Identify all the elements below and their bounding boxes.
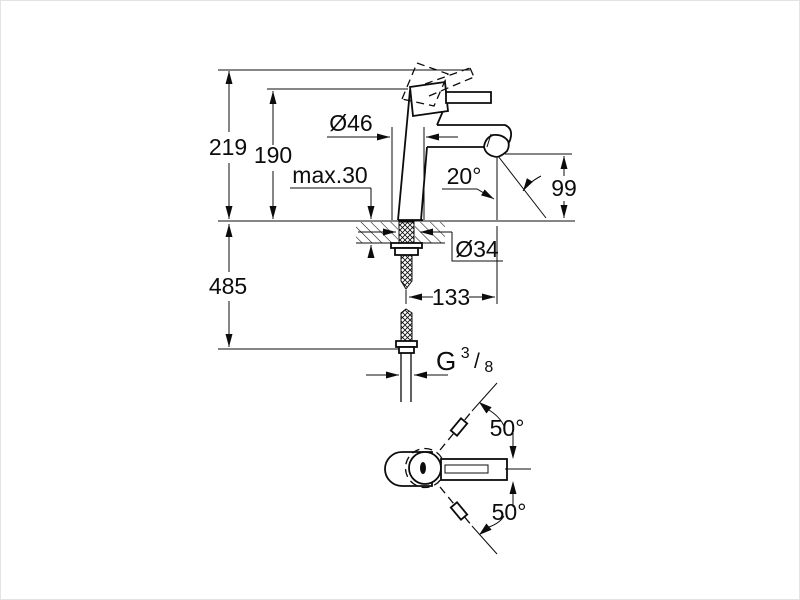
handle-lever [445,91,492,104]
reference-lines [218,69,575,350]
handle-knob [409,80,449,118]
thread-denominator: 8 [484,359,493,376]
arc-arrow-lower [479,523,492,535]
dim-spout-height: 99 [551,156,577,218]
dim-spout-angle: 20° [442,163,542,200]
swing-lower: 50° [439,481,527,555]
dim-hose-length-label: 485 [209,273,247,299]
dim-body-height-label: 190 [254,142,292,168]
dim-spout-reach-label: 133 [432,284,470,310]
hose-nut-lower [398,346,415,354]
mounting-nut [394,247,419,256]
connection-tube [400,353,412,402]
arc-arrow-upper [479,402,492,414]
dim-shank-diameter-label: Ø34 [455,236,499,262]
elevation-view: 219 190 485 max.30 Ø46 20° [209,62,577,402]
handle-raised-dashed [401,62,475,107]
dim-swing-lower-label: 50° [492,499,527,525]
dim-swing-upper-label: 50° [490,415,525,441]
dim-max-deck-thickness: max.30 [290,162,375,258]
zero-arrow-upper [509,446,517,459]
faucet-body [397,80,513,221]
dim-base-diameter-label: Ø46 [329,110,372,136]
dim-hose-length: 485 [209,224,247,347]
dim-spout-reach: 133 [409,284,495,310]
dim-thread-size-label: G 3 / 8 [436,345,493,376]
dim-base-diameter: Ø46 [327,110,458,141]
dim-thread-size: G 3 / 8 [366,345,493,379]
spout-outlet [483,133,510,158]
swing-upper: 50° [439,382,525,459]
dim-total-height: 219 [209,71,247,219]
handle-grip-dashed-lower [449,501,469,521]
plan-view: 50° 50° [384,382,531,555]
thread-numerator: 3 [461,345,470,362]
dim-spout-angle-label: 20° [447,163,482,189]
handle-plan [440,458,508,481]
cartridge-pin [420,462,426,474]
handle-grip-dashed-upper [449,417,469,437]
thread-letter: G [436,346,456,376]
dim-shank-diameter: Ø34 [358,228,503,262]
threaded-shank [398,221,415,244]
dim-spout-height-label: 99 [551,175,577,201]
flex-hose-upper [400,254,413,290]
zero-arrow-lower [509,481,517,494]
dim-body-height: 190 [254,91,292,219]
dim-total-height-label: 219 [209,134,247,160]
dim-max-thickness-label: max.30 [292,162,367,188]
flex-hose-lower [400,308,413,342]
handle-plan-inner [444,464,489,474]
thread-slash: / [474,350,480,373]
